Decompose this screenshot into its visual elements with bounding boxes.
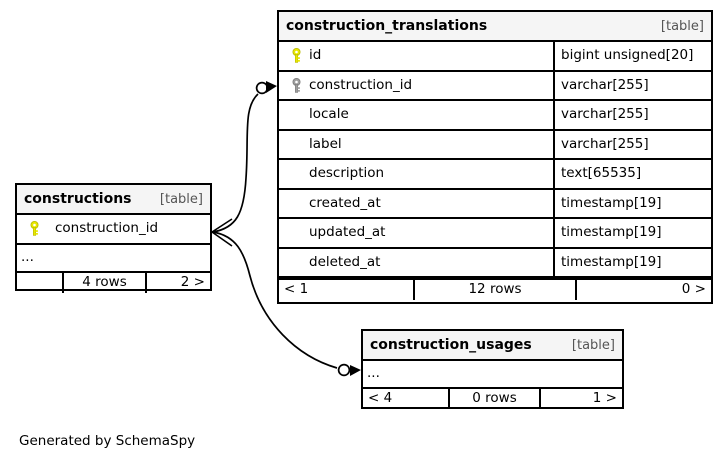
column-name: deleted_at [309, 253, 381, 270]
table-title: constructions [24, 191, 132, 207]
edge-arrowhead-translations [266, 81, 277, 93]
column-name-cell: locale [279, 101, 553, 129]
table-row[interactable]: description text[65535] [279, 160, 711, 190]
column-name: created_at [309, 194, 381, 211]
column-name: id [309, 47, 322, 63]
table-footer-construction-translations: < 1 12 rows 0 > [279, 278, 711, 300]
column-name: construction_id [309, 76, 413, 93]
generated-by-label: Generated by SchemaSpy [19, 433, 196, 449]
incoming-relationship-count[interactable] [17, 273, 62, 293]
more-columns-ellipsis: ... [21, 248, 34, 265]
column-name-cell: id [279, 42, 553, 70]
column-type: bigint unsigned[20] [553, 42, 711, 70]
incoming-relationship-count[interactable]: < 4 [368, 390, 393, 407]
table-header-construction-translations[interactable]: construction_translations [table] [279, 12, 711, 42]
more-columns-row[interactable]: ... [17, 245, 210, 271]
table-header-construction-usages[interactable]: construction_usages [table] [363, 331, 622, 361]
outgoing-relationship-count[interactable]: 2 > [145, 272, 210, 293]
edge-crowfoot-constructions [211, 218, 233, 247]
column-name-cell: construction_id [279, 72, 553, 100]
column-name-cell: construction_id [17, 215, 210, 243]
table-kind-label: [table] [571, 337, 615, 353]
column-type: timestamp[19] [553, 189, 711, 217]
column-name: locale [309, 106, 349, 122]
table-row[interactable]: deleted_at timestamp[19] [279, 248, 711, 278]
column-name: construction_id [55, 220, 159, 236]
row-count: 4 rows [62, 272, 145, 293]
table-row[interactable]: construction_id [17, 215, 210, 245]
column-name-cell: created_at [279, 190, 553, 218]
edge-arrowhead-usages [350, 365, 361, 376]
foreign-key-icon [285, 77, 307, 93]
column-name-cell: updated_at [279, 219, 553, 247]
column-name-cell: deleted_at [279, 249, 553, 277]
outgoing-relationship-count[interactable]: 0 > [575, 280, 711, 300]
column-type: text[65535] [553, 160, 711, 188]
table-kind-label: [table] [159, 191, 203, 207]
edge-constructions-to-construction-translations [212, 93, 259, 233]
column-type: varchar[255] [553, 101, 711, 129]
table-footer-constructions: 4 rows 2 > [17, 270, 210, 293]
table-kind-label: [table] [660, 18, 704, 34]
table-node-constructions[interactable]: constructions [table] construction_id . [15, 183, 212, 293]
column-name-cell: description [279, 160, 553, 188]
column-type: varchar[255] [553, 130, 711, 158]
table-row[interactable]: created_at timestamp[19] [279, 189, 711, 219]
outgoing-relationship-count[interactable]: 1 > [539, 389, 622, 409]
column-name: label [309, 135, 342, 152]
row-count: 0 rows [448, 389, 539, 409]
table-node-construction-translations[interactable]: construction_translations [table] id big… [277, 10, 713, 304]
column-name: description [309, 165, 385, 181]
edge-endpoint-circle-usages [337, 363, 351, 377]
table-row[interactable]: id bigint unsigned[20] [279, 42, 711, 72]
table-row[interactable]: updated_at timestamp[19] [279, 219, 711, 249]
row-count: 12 rows [413, 280, 575, 300]
column-name: updated_at [309, 224, 386, 240]
table-header-constructions[interactable]: constructions [table] [17, 185, 210, 215]
table-node-construction-usages[interactable]: construction_usages [table] ... < 4 0 ro… [361, 329, 624, 409]
column-type: timestamp[19] [553, 248, 711, 276]
column-type: varchar[255] [553, 71, 711, 99]
table-footer-construction-usages: < 4 0 rows 1 > [363, 387, 622, 409]
primary-key-icon [23, 221, 45, 236]
more-columns-row[interactable]: ... [363, 361, 622, 387]
more-columns-ellipsis: ... [367, 365, 380, 382]
table-row[interactable]: locale varchar[255] [279, 101, 711, 131]
table-row[interactable]: construction_id varchar[255] [279, 71, 711, 101]
column-type: timestamp[19] [553, 219, 711, 247]
table-row[interactable]: label varchar[255] [279, 130, 711, 160]
table-title: construction_usages [370, 337, 532, 353]
table-title: construction_translations [286, 18, 488, 34]
primary-key-icon [285, 48, 307, 63]
incoming-relationship-count[interactable]: < 1 [284, 281, 309, 298]
edge-endpoint-circle-translations [255, 81, 269, 95]
column-name-cell: label [279, 131, 553, 159]
